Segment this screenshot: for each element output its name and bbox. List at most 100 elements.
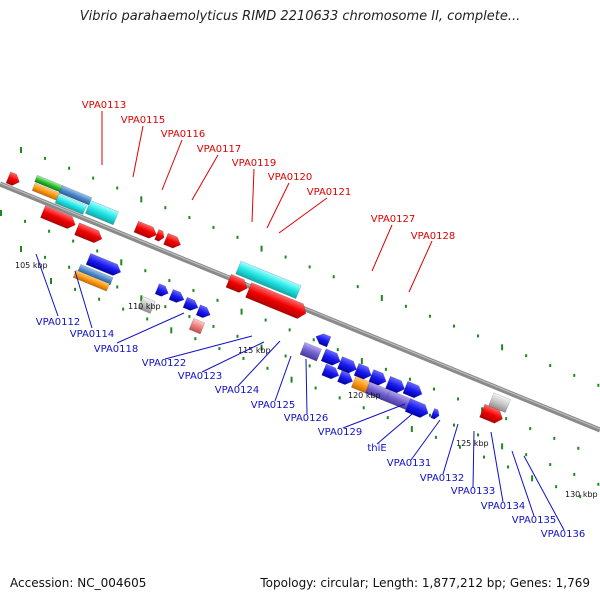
gene-label[interactable]: VPA0117 bbox=[197, 144, 242, 155]
gene-label[interactable]: VPA0124 bbox=[215, 385, 260, 396]
gene-feature[interactable] bbox=[314, 331, 332, 348]
tick-dot bbox=[477, 433, 480, 437]
gene-label[interactable]: VPA0116 bbox=[161, 129, 206, 140]
gene-feature[interactable] bbox=[77, 264, 114, 286]
gene-feature[interactable] bbox=[404, 398, 431, 420]
gene-feature[interactable] bbox=[54, 193, 87, 215]
gene-label[interactable]: VPA0132 bbox=[420, 473, 465, 484]
gene-feature[interactable] bbox=[154, 283, 170, 299]
gene-label[interactable]: VPA0125 bbox=[251, 400, 296, 411]
gene-label[interactable]: VPA0122 bbox=[142, 358, 187, 369]
gene-label[interactable]: VPA0119 bbox=[232, 158, 277, 169]
gene-label[interactable]: VPA0113 bbox=[82, 100, 127, 111]
tick-dot bbox=[188, 216, 191, 220]
gene-label[interactable]: VPA0118 bbox=[94, 344, 139, 355]
scale-tick-label: 115 kbp bbox=[238, 346, 271, 355]
tick-dot bbox=[194, 337, 197, 341]
gene-feature[interactable] bbox=[353, 363, 374, 381]
tick-dot bbox=[236, 334, 239, 338]
tick-dot bbox=[96, 249, 99, 253]
gene-label[interactable]: VPA0133 bbox=[451, 486, 496, 497]
gene-feature[interactable] bbox=[168, 289, 186, 304]
tick-dot bbox=[428, 413, 431, 417]
gene-feature[interactable] bbox=[245, 282, 309, 321]
gene-feature[interactable] bbox=[402, 380, 425, 400]
scale-tick-label: 110 kbp bbox=[128, 302, 161, 311]
gene-label[interactable]: VPA0126 bbox=[284, 413, 329, 424]
tick-dot bbox=[50, 278, 52, 284]
gene-feature[interactable] bbox=[85, 200, 119, 226]
gene-feature[interactable] bbox=[40, 205, 77, 231]
gene-label[interactable]: VPA0128 bbox=[411, 231, 456, 242]
leader-lines-bottom bbox=[35, 253, 565, 531]
tick-dot bbox=[216, 298, 219, 302]
gene-feature[interactable] bbox=[85, 253, 123, 277]
gene-feature[interactable] bbox=[488, 392, 511, 413]
tick-dot bbox=[505, 417, 508, 421]
map-title: Vibrio parahaemolyticus RIMD 2210633 chr… bbox=[79, 9, 521, 24]
gene-label[interactable]: VPA0112 bbox=[36, 317, 81, 328]
gene-feature[interactable] bbox=[299, 341, 322, 362]
gene-feature[interactable] bbox=[182, 296, 200, 312]
tick-dot bbox=[140, 295, 143, 302]
gene-feature[interactable] bbox=[235, 260, 302, 299]
gene-label[interactable]: VPA0129 bbox=[318, 427, 363, 438]
gene-label[interactable]: VPA0121 bbox=[307, 187, 352, 198]
gene-feature[interactable] bbox=[430, 408, 441, 420]
gene-feature[interactable] bbox=[479, 403, 506, 425]
gene-label[interactable]: VPA0114 bbox=[70, 329, 115, 340]
tick-dot bbox=[288, 328, 291, 332]
gene-label[interactable]: VPA0136 bbox=[541, 529, 586, 540]
gene-feature[interactable] bbox=[321, 363, 341, 381]
gene-label[interactable]: VPA0127 bbox=[371, 214, 416, 225]
gene-label[interactable]: VPA0134 bbox=[481, 501, 526, 512]
tick-dot bbox=[122, 307, 125, 311]
tick-dot bbox=[212, 225, 215, 229]
tick-dot bbox=[525, 453, 528, 457]
gene-feature[interactable] bbox=[188, 317, 206, 335]
gene-feature[interactable] bbox=[154, 229, 167, 242]
tick-dot bbox=[428, 314, 431, 318]
tick-dot bbox=[380, 294, 383, 301]
gene-feature[interactable] bbox=[74, 222, 104, 245]
tick-dot bbox=[386, 416, 389, 420]
tick-dot bbox=[218, 347, 221, 351]
gene-feature[interactable] bbox=[72, 269, 110, 292]
tick-dot bbox=[477, 334, 480, 338]
tick-dot bbox=[362, 406, 365, 410]
tick-dot bbox=[501, 443, 504, 450]
tick-dot bbox=[266, 366, 269, 370]
gene-feature[interactable] bbox=[385, 375, 407, 395]
gene-feature[interactable] bbox=[163, 232, 183, 250]
gene-feature[interactable] bbox=[337, 356, 359, 376]
gene-feature[interactable] bbox=[225, 273, 250, 295]
tick-dot bbox=[116, 285, 119, 289]
gene-feature[interactable] bbox=[133, 220, 159, 240]
gene-feature[interactable] bbox=[320, 348, 343, 368]
tick-dot bbox=[452, 324, 455, 328]
tick-dot bbox=[314, 386, 317, 390]
tick-dot bbox=[597, 482, 600, 486]
gene-feature[interactable] bbox=[137, 296, 156, 314]
tick-dot bbox=[48, 229, 51, 233]
gene-feature[interactable] bbox=[5, 171, 22, 188]
tick-dot bbox=[0, 210, 2, 216]
tick-dot bbox=[432, 387, 435, 391]
tick-dot bbox=[549, 364, 552, 368]
tick-dot bbox=[408, 377, 411, 381]
gene-label[interactable]: VPA0131 bbox=[387, 458, 432, 469]
tick-dot bbox=[74, 287, 77, 291]
tick-dot bbox=[242, 356, 245, 360]
tick-dot bbox=[525, 354, 528, 358]
gene-label[interactable]: VPA0120 bbox=[268, 172, 313, 183]
gene-feature[interactable] bbox=[195, 304, 212, 320]
gene-label[interactable]: VPA0115 bbox=[121, 115, 166, 126]
gene-label[interactable]: VPA0135 bbox=[512, 515, 557, 526]
tick-dot bbox=[284, 255, 287, 259]
gene-label[interactable]: VPA0123 bbox=[178, 371, 223, 382]
gene-feature[interactable] bbox=[368, 369, 389, 387]
scale-tick-label: 130 kbp bbox=[565, 490, 598, 499]
gene-label[interactable]: thiE bbox=[367, 443, 386, 454]
gene-feature[interactable] bbox=[337, 370, 355, 386]
tick-dot bbox=[410, 425, 413, 432]
